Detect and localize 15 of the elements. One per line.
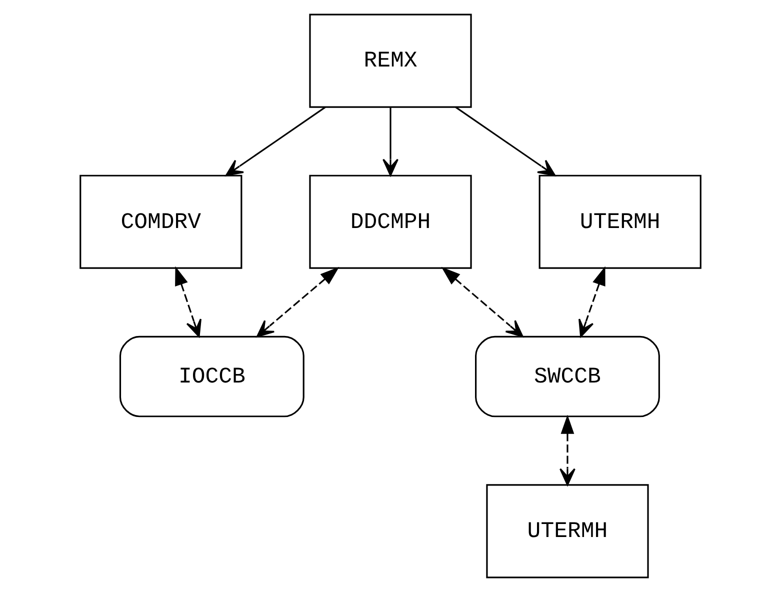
arrow <box>559 414 575 486</box>
arrow <box>174 266 201 338</box>
arrow <box>256 266 339 338</box>
node-box: SWCCB <box>474 336 660 418</box>
node-box: REMX <box>308 14 472 108</box>
node-box: DDCMPH <box>308 174 472 269</box>
node-box: IOCCB <box>118 336 304 418</box>
arrow <box>578 266 605 338</box>
arrow <box>382 107 398 176</box>
node-box: COMDRV <box>79 174 242 269</box>
arrow <box>454 106 556 176</box>
arrow <box>440 266 523 338</box>
node-box: UTERMH <box>486 484 648 578</box>
node-box: UTERMH <box>538 174 701 269</box>
arrow <box>224 106 326 176</box>
